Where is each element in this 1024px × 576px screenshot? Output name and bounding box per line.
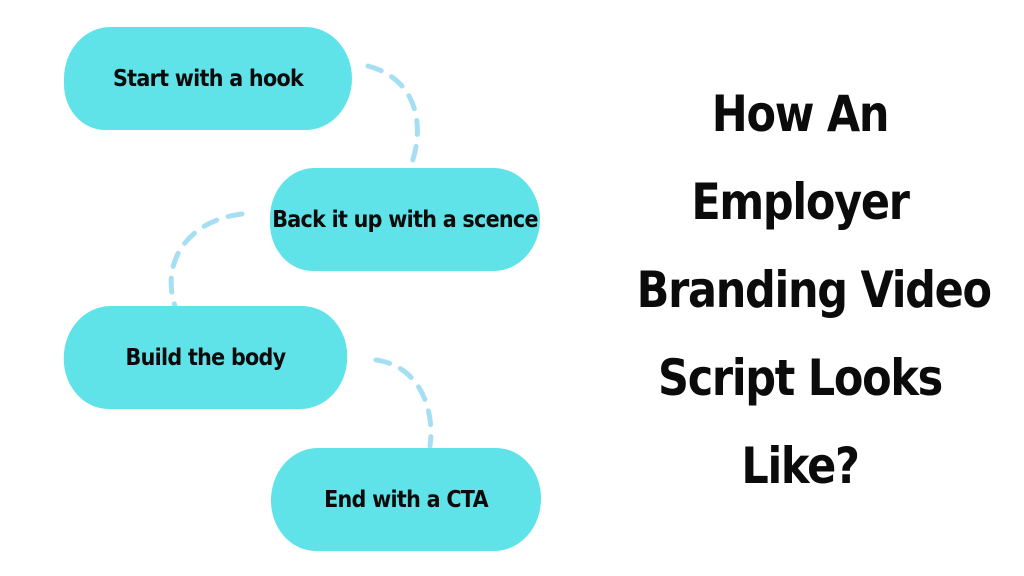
step-pill-scene: Back it up with a scence	[270, 168, 540, 271]
connector-2-3	[168, 211, 245, 309]
step-label: Start with a hook	[112, 65, 304, 92]
title-line: Like?	[741, 437, 860, 495]
title-line: How An	[711, 85, 890, 143]
step-pill-cta: End with a CTA	[271, 448, 541, 551]
step-label: Back it up with a scence	[272, 206, 538, 233]
title-line: Script Looks	[658, 349, 943, 407]
step-label: End with a CTA	[324, 486, 489, 513]
connector-3-4	[373, 357, 434, 449]
step-pill-hook: Start with a hook	[64, 27, 352, 130]
title-line: Branding Video	[636, 261, 992, 319]
connector-1-2	[365, 63, 420, 171]
title-line: Employer	[691, 173, 910, 231]
step-pill-body: Build the body	[63, 306, 348, 409]
step-label: Build the body	[125, 344, 287, 371]
page-title: How An Employer Branding Video Script Lo…	[636, 70, 992, 510]
